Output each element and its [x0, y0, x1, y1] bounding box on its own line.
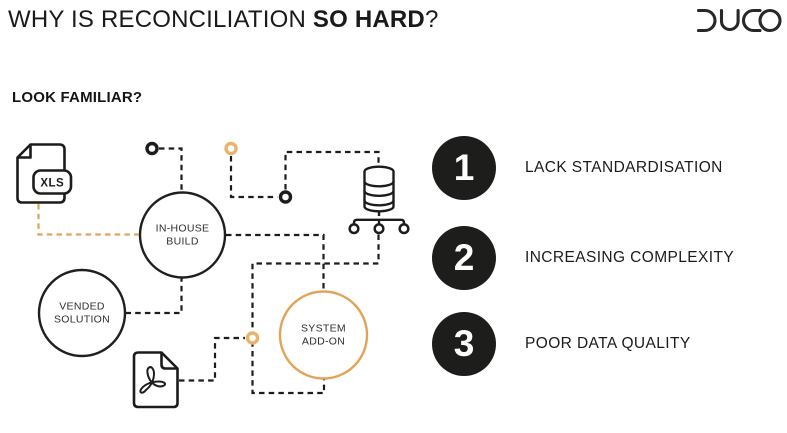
connector-inhouse-systemaddon	[226, 233, 325, 291]
node-label: SOLUTION	[54, 314, 110, 326]
reason-item-1: 1 LACK STANDARDISATION	[432, 136, 723, 200]
connector-pdf-nodeD	[179, 336, 245, 382]
section-heading: LOOK FAMILIAR?	[12, 89, 143, 106]
title-suffix: ?	[424, 6, 439, 33]
connector-nodeB-nodeC	[229, 156, 278, 199]
node-label: SYSTEM	[301, 323, 346, 335]
duco-logo	[696, 7, 782, 34]
pdf-logo-glyph	[139, 366, 167, 394]
connector-nodeC-database	[284, 150, 380, 190]
connector-node-icon	[245, 331, 260, 345]
reason-number-badge: 2	[432, 226, 496, 290]
node-system-add-on: SYSTEM ADD-ON	[278, 290, 369, 380]
reason-item-2: 2 INCREASING COMPLEXITY	[432, 226, 734, 290]
node-label: IN-HOUSE	[156, 223, 210, 235]
connector-node-icon	[224, 141, 238, 156]
connector-xls-inhouse	[37, 204, 139, 236]
title-regular: WHY IS RECONCILIATION	[8, 6, 313, 33]
reason-label: LACK STANDARDISATION	[525, 159, 723, 176]
reason-number-badge: 1	[432, 136, 496, 200]
xls-badge-label: XLS	[40, 178, 64, 190]
connector-node-icon	[278, 190, 293, 204]
database-icon	[348, 165, 410, 235]
duco-logo-icon	[696, 8, 782, 33]
xls-file-icon: XLS	[16, 143, 73, 204]
pdf-file-icon	[132, 351, 179, 409]
connector-nodeA-inhouse	[159, 147, 183, 192]
node-vended-solution: VENDED SOLUTION	[37, 268, 127, 358]
page-title: WHY IS RECONCILIATION SO HARD?	[8, 6, 439, 34]
connector-database-systemaddon	[251, 234, 380, 395]
reason-label: POOR DATA QUALITY	[525, 335, 691, 352]
reason-item-3: 3 POOR DATA QUALITY	[432, 312, 691, 376]
connector-node-icon	[145, 141, 159, 156]
title-bold: SO HARD	[312, 6, 425, 33]
node-in-house-build: IN-HOUSE BUILD	[138, 191, 227, 279]
reason-label: INCREASING COMPLEXITY	[525, 249, 735, 266]
reason-number-badge: 3	[432, 312, 496, 376]
node-label: ADD-ON	[302, 336, 345, 348]
connector-vended-inhouse	[125, 278, 183, 315]
node-label: VENDED	[59, 301, 105, 313]
reconciliation-diagram: XLS IN-HOUSE	[16, 141, 410, 409]
node-label: BUILD	[166, 236, 199, 248]
